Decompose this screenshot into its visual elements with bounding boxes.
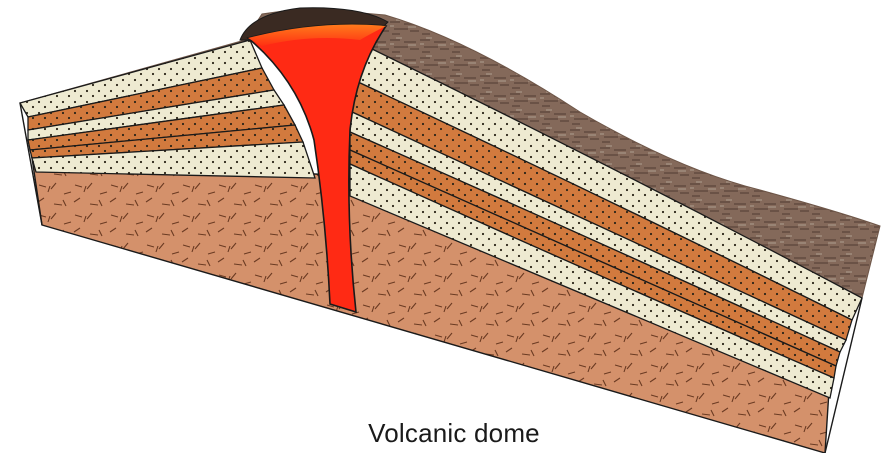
diagram-caption: Volcanic dome: [0, 418, 888, 458]
